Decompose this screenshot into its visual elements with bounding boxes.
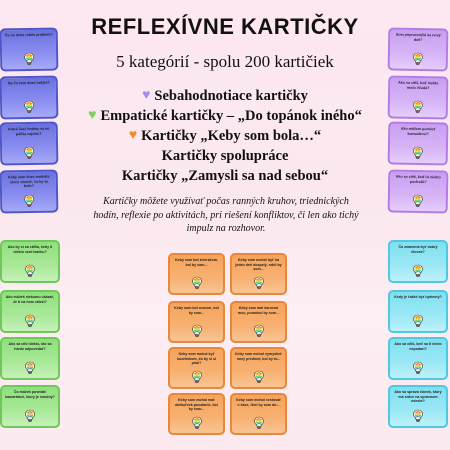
card-text: Keby som mohol cestovať v čase, išiel by… [235, 398, 282, 407]
lightbulb-icon [24, 264, 36, 278]
card-text: Čo mi dnes robilo problém? [4, 32, 53, 38]
card-text: Ako by si sa cítil/a, keby ti niekto vza… [7, 245, 53, 254]
card-text: Ako sa cítil niekto, kto sa hanbí odpove… [8, 342, 52, 351]
category-label: Empatické kartičky – „Do topánok iného“ [100, 107, 362, 124]
if-i-were-card: Keby som mohol byť kúzelníkom, čo by si … [168, 347, 225, 389]
lightbulb-icon [23, 146, 35, 160]
lightbulb-icon [412, 409, 424, 423]
lightbulb-icon [412, 52, 424, 66]
card-text: Keby som mohol byť kúzelníkom, čo by si … [177, 352, 216, 366]
if-i-were-card: Keby som mohol byť na jeden deň dospelý,… [230, 253, 287, 295]
card-text: Keby som bol zvieraťom, bol by som... [175, 258, 218, 267]
lightbulb-icon [412, 100, 424, 114]
category-cooperation: Kartičky spolupráce [0, 145, 450, 167]
self-assessment-card: Na čo som dnes hrdý/á? [0, 75, 59, 120]
card-text: Ako sa cítiš, keď niekto niečo hľadá? [398, 80, 439, 90]
if-i-were-card: Keby som bol zvieraťom, bol by som... [168, 253, 225, 295]
category-reflect: Kartičky „Zamysli sa nad sebou“ [0, 165, 450, 187]
category-label: Kartičky „Keby som bola…“ [141, 127, 322, 144]
card-text: Ako sa cítiš, keď ťa niekto pochváli? [395, 174, 441, 184]
card-text: Kedy je ťažké byť úprimný? [394, 295, 442, 299]
category-if-i-were: ♥ Kartičky „Keby som bola…“ [0, 125, 450, 147]
if-i-were-card: Keby som mal čarovnú moc, pomohol by som… [230, 301, 287, 343]
lightbulb-icon [253, 370, 265, 384]
lightbulb-icon [191, 416, 203, 430]
card-text: Keby som mohol byť na jeden deň dospelý,… [235, 258, 282, 272]
card-text: Ako sa správa človek, ktorý má srdce na … [394, 390, 442, 404]
card-text: Ktorá časť hodiny sa mi páčila najviac? [8, 126, 50, 136]
category-empathy: ♥ Empatické kartičky – „Do topánok iného… [0, 105, 450, 127]
lightbulb-icon [24, 409, 36, 423]
self-assessment-card-alt: Ako sa cítiš, keď ťa niekto pochváli? [387, 169, 449, 214]
empathy-card: Ako môžeš niekomu ukázať, že ti na ňom z… [0, 290, 60, 333]
lightbulb-icon [253, 416, 265, 430]
self-assessment-card-alt: Ako môžem pomôcť kamarátovi? [387, 121, 449, 166]
lightbulb-icon [24, 314, 36, 328]
if-i-were-card: Keby som mohol cestovať v čase, išiel by… [230, 393, 287, 435]
subtitle: 5 kategórií - spolu 200 kartičiek [116, 52, 334, 71]
card-text: Keby som mohol mať akékoľvek povolanie, … [175, 398, 218, 412]
if-i-were-card: Keby som mohol mať akékoľvek povolanie, … [168, 393, 225, 435]
lightbulb-icon [412, 264, 424, 278]
card-text: Som pripravený/á na nový deň? [395, 32, 441, 42]
card-text: Keby som mal čarovnú moc, pomohol by som… [237, 306, 280, 315]
lightbulb-icon [191, 276, 203, 290]
self-assessment-card: Ktorá časť hodiny sa mi páčila najviac? [0, 121, 59, 166]
description: Kartičky môžete využívať počas ranných k… [93, 196, 359, 234]
lightbulb-icon [23, 52, 35, 66]
lightbulb-icon [191, 324, 203, 338]
lightbulb-icon [23, 100, 35, 114]
card-text: Čo znamená byť dobrý človek? [398, 245, 438, 254]
reflect-card: Ako sa cítiš, keď sa ti niečo nepodarí? [388, 337, 448, 380]
self-assessment-card-alt: Ako sa cítiš, keď niekto niečo hľadá? [387, 75, 449, 120]
category-label: Sebahodnotiace kartičky [154, 87, 308, 104]
if-i-were-card: Keby som mohol vymyslieť nový predmet, b… [230, 347, 287, 389]
reflect-card: Ako sa správa človek, ktorý má srdce na … [388, 385, 448, 428]
lightbulb-icon [24, 361, 36, 375]
category-label: Kartičky spolupráce [161, 147, 289, 164]
card-text: Keby som mohol vymyslieť nový predmet, b… [235, 352, 282, 361]
card-text: Na čo som dnes hrdý/á? [7, 80, 50, 86]
card-text: Ako môžem pomôcť kamarátovi? [400, 126, 436, 136]
title: REFLEXÍVNE KARTIČKY [91, 14, 359, 39]
lightbulb-icon [253, 324, 265, 338]
card-text: Ako môžeš niekomu ukázať, že ti na ňom z… [5, 295, 55, 304]
lightbulb-icon [412, 146, 424, 160]
category-self-assessment: ♥ Sebahodnotiace kartičky [0, 85, 450, 107]
card-text: Ako sa cítiš, keď sa ti niečo nepodarí? [394, 342, 442, 351]
reflect-card: Čo znamená byť dobrý človek? [388, 240, 448, 283]
self-assessment-card-alt: Som pripravený/á na nový deň? [387, 27, 449, 72]
card-text: Keby som dnes mohol/a niečo zmeniť, čo b… [8, 174, 50, 189]
card-text: Čo môžeš povedať kamarátovi, ktorý je sm… [5, 390, 55, 399]
orange-heart-icon: ♥ [128, 128, 138, 143]
category-label: Kartičky „Zamysli sa nad sebou“ [121, 167, 329, 184]
lightbulb-icon [23, 194, 35, 208]
empathy-card: Ako sa cítil niekto, kto sa hanbí odpove… [0, 337, 60, 380]
empathy-card: Čo môžeš povedať kamarátovi, ktorý je sm… [0, 385, 60, 428]
green-heart-icon: ♥ [88, 108, 97, 123]
if-i-were-card: Keby som bol ovocím, bol by som... [168, 301, 225, 343]
lightbulb-icon [253, 276, 265, 290]
lightbulb-icon [412, 314, 424, 328]
self-assessment-card: Čo mi dnes robilo problém? [0, 27, 59, 72]
card-text: Keby som bol ovocím, bol by som... [174, 306, 219, 315]
lightbulb-icon [191, 370, 203, 384]
self-assessment-card: Keby som dnes mohol/a niečo zmeniť, čo b… [0, 169, 59, 214]
lightbulb-icon [412, 361, 424, 375]
empathy-card: Ako by si sa cítil/a, keby ti niekto vza… [0, 240, 60, 283]
purple-heart-icon: ♥ [142, 88, 151, 103]
reflect-card: Kedy je ťažké byť úprimný? [388, 290, 448, 333]
lightbulb-icon [412, 194, 424, 208]
